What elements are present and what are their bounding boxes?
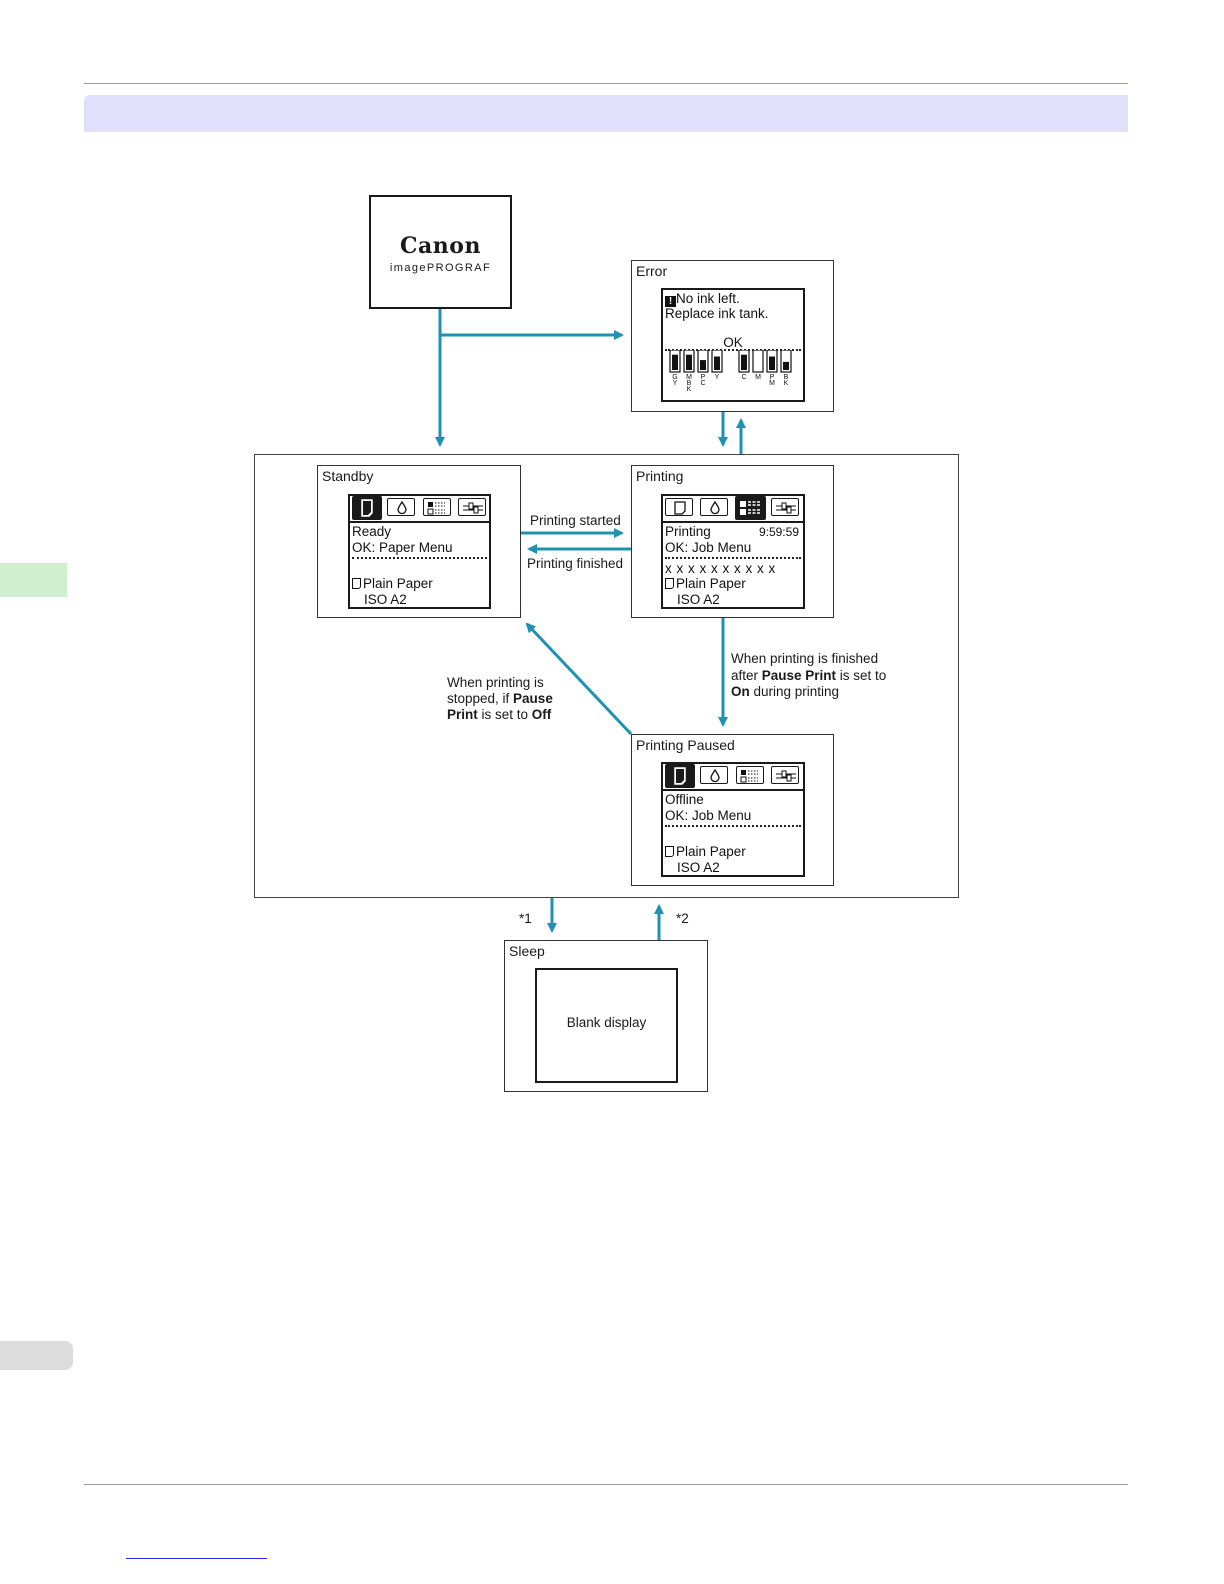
standby-status: Ready bbox=[352, 524, 392, 539]
ink-label-left-3: Y bbox=[715, 374, 720, 381]
paused-lcd: Offline OK: Job Menu Plain Paper ISO A2 bbox=[661, 762, 805, 877]
paused-paper: Plain Paper bbox=[665, 844, 746, 859]
standby-size: ISO A2 bbox=[364, 592, 407, 607]
product-name: imagePROGRAF bbox=[389, 262, 492, 274]
ink-tab-icon[interactable] bbox=[700, 766, 728, 784]
canon-logo-screen: Canon imagePROGRAF bbox=[369, 195, 512, 309]
printing-job-name: x x x x x x x x x x bbox=[665, 561, 776, 576]
chapter-side-tab[interactable] bbox=[0, 563, 67, 597]
printing-lcd: Printing 9:59:59 OK: Job Menu x x x x x … bbox=[661, 494, 805, 609]
paused-tab-bar bbox=[663, 764, 803, 791]
label-printing-started: Printing started bbox=[530, 513, 621, 528]
ink-level-left-3 bbox=[714, 356, 720, 370]
printing-title: Printing bbox=[636, 468, 684, 484]
standby-lcd: Ready OK: Paper Menu Plain Paper ISO A2 bbox=[348, 494, 491, 609]
printing-ok-hint: OK: Job Menu bbox=[665, 540, 752, 555]
state-standby: Standby Ready OK: Paper Menu Plain Paper… bbox=[317, 465, 521, 618]
job-tab-icon[interactable] bbox=[735, 496, 766, 520]
settings-tab-icon[interactable] bbox=[771, 766, 799, 784]
paused-size: ISO A2 bbox=[677, 860, 720, 875]
ink-tank-right-1 bbox=[752, 350, 764, 373]
ink-level-right-3 bbox=[783, 361, 789, 370]
printing-divider bbox=[665, 557, 801, 559]
paused-divider bbox=[665, 825, 801, 827]
paused-ok-hint: OK: Job Menu bbox=[665, 808, 752, 823]
sleep-title: Sleep bbox=[509, 943, 545, 959]
printing-time-remaining: 9:59:59 bbox=[758, 525, 799, 539]
job-tab-icon[interactable] bbox=[736, 766, 764, 784]
state-sleep: Sleep Blank display bbox=[504, 940, 708, 1092]
paper-icon bbox=[665, 846, 674, 857]
printing-paper: Plain Paper bbox=[665, 576, 746, 591]
label-to-paused-line1: When printing is finished bbox=[731, 651, 879, 666]
printing-status: Printing bbox=[665, 524, 711, 539]
warning-icon: ! bbox=[665, 296, 676, 307]
settings-tab-icon[interactable] bbox=[458, 498, 486, 516]
paper-tab-icon[interactable] bbox=[352, 496, 382, 520]
standby-divider bbox=[352, 557, 487, 559]
paper-tab-icon[interactable] bbox=[665, 498, 693, 516]
note-2: *2 bbox=[676, 911, 689, 926]
paused-status: Offline bbox=[665, 792, 704, 807]
top-rule bbox=[84, 83, 1128, 84]
bottom-rule bbox=[84, 1484, 1128, 1485]
ink-level-left-1 bbox=[686, 354, 692, 370]
ink-level-left-2 bbox=[700, 360, 706, 370]
section-header-band bbox=[84, 95, 1128, 132]
ink-tab-icon[interactable] bbox=[387, 498, 415, 516]
standby-title: Standby bbox=[322, 468, 374, 484]
note-1: *1 bbox=[519, 911, 532, 926]
state-error: Error !No ink left. Replace ink tank. OK… bbox=[631, 260, 834, 412]
label-to-standby-line2: stopped, if Pause bbox=[447, 691, 553, 706]
state-printing: Printing Printing 9:59:59 OK: Job Menu x… bbox=[631, 465, 834, 618]
error-title: Error bbox=[636, 263, 668, 279]
ink-label-right-1: M bbox=[755, 374, 761, 381]
standby-ok-hint: OK: Paper Menu bbox=[352, 540, 453, 555]
label-to-standby-line3: Print is set to Off bbox=[447, 707, 552, 722]
state-printing-paused: Printing Paused Offline OK: Job Menu Pla… bbox=[631, 734, 834, 886]
error-message-line1: !No ink left. bbox=[665, 291, 740, 307]
standby-tab-bar bbox=[350, 496, 489, 523]
sleep-blank-display: Blank display bbox=[566, 1015, 647, 1030]
label-printing-finished: Printing finished bbox=[527, 556, 624, 571]
ink-level-left-0 bbox=[672, 354, 678, 370]
printing-size: ISO A2 bbox=[677, 592, 720, 607]
settings-tab-icon[interactable] bbox=[771, 498, 799, 516]
label-to-paused-line3: On during printing bbox=[731, 684, 840, 699]
ink-tank-right-3 bbox=[780, 350, 792, 373]
page-side-tab[interactable] bbox=[0, 1341, 73, 1370]
standby-paper: Plain Paper bbox=[352, 576, 433, 591]
error-message-line2: Replace ink tank. bbox=[665, 306, 769, 321]
job-tab-icon[interactable] bbox=[423, 498, 451, 516]
ink-level-right-2 bbox=[769, 356, 775, 370]
footer-link-underline[interactable] bbox=[126, 1558, 267, 1559]
paused-title: Printing Paused bbox=[636, 737, 735, 753]
paper-tab-icon[interactable] bbox=[665, 764, 695, 788]
paper-icon bbox=[665, 578, 674, 589]
sleep-lcd: Blank display bbox=[535, 968, 678, 1083]
ink-label-right-0: C bbox=[741, 374, 746, 381]
error-ok-button[interactable]: OK bbox=[723, 335, 743, 350]
paper-icon bbox=[352, 578, 361, 589]
error-divider bbox=[665, 349, 801, 351]
canon-brand: Canon bbox=[400, 233, 481, 259]
ink-level-right-0 bbox=[741, 354, 747, 370]
label-to-paused-line2: after Pause Print is set to bbox=[731, 668, 887, 683]
arrow-paused-to-standby bbox=[525, 622, 633, 736]
printing-tab-bar bbox=[663, 496, 803, 523]
ink-tab-icon[interactable] bbox=[700, 498, 728, 516]
label-to-standby-line1: When printing is bbox=[447, 675, 544, 690]
